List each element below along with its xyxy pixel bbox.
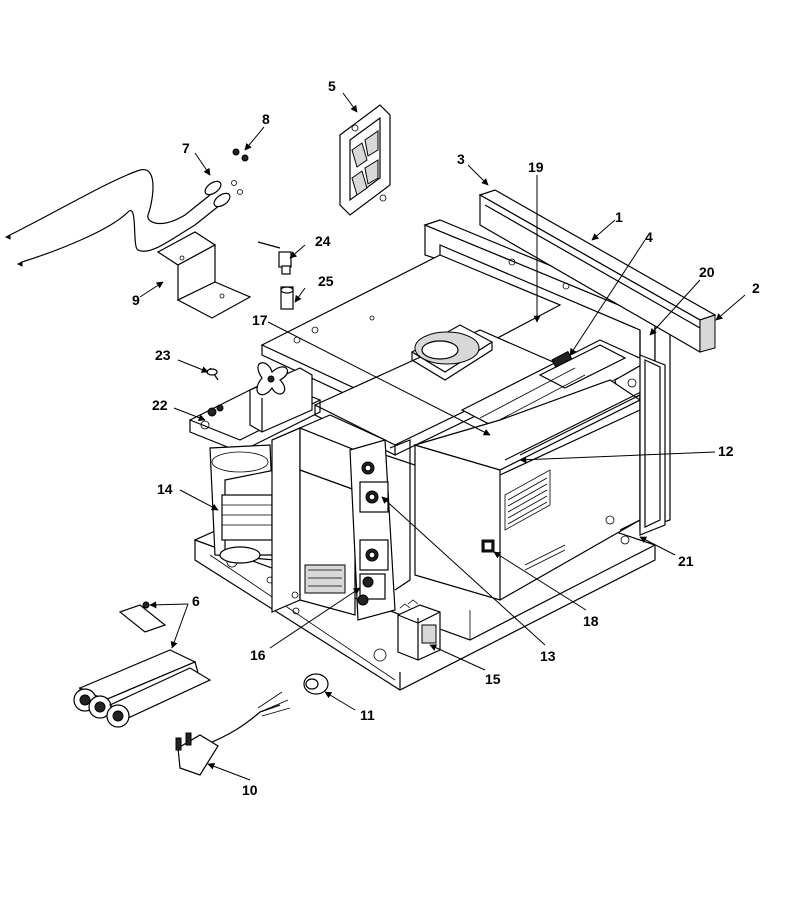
callout-7: 7 (182, 140, 190, 156)
callout-1: 1 (615, 209, 623, 225)
callout-22: 22 (152, 397, 168, 413)
grommet (303, 673, 329, 695)
door-latch-plate (339, 104, 391, 216)
fuse-holders (73, 601, 212, 728)
door-latch-frame (271, 414, 387, 616)
callout-13: 13 (540, 648, 556, 664)
ventilation-grille (504, 469, 566, 571)
callout-9: 9 (132, 292, 140, 308)
callout-labels: 5 8 7 3 19 1 4 24 20 25 2 9 17 23 22 12 … (132, 78, 760, 798)
interlock-switch-bracket (349, 439, 411, 621)
callout-24: 24 (315, 233, 331, 249)
wire-harness (4, 148, 249, 267)
callout-14: 14 (157, 481, 173, 497)
outer-case-top (478, 189, 717, 354)
callout-15: 15 (485, 671, 501, 687)
door-frame (639, 354, 666, 536)
callout-16: 16 (250, 647, 266, 663)
callout-25: 25 (318, 273, 334, 289)
callout-12: 12 (718, 443, 734, 459)
callout-10: 10 (242, 782, 258, 798)
callout-4: 4 (645, 229, 653, 245)
thermostat-parts (206, 367, 224, 417)
power-cord (175, 691, 291, 776)
callout-17: 17 (252, 312, 268, 328)
cavity-box (412, 379, 646, 601)
callout-11: 11 (360, 707, 375, 723)
callout-6: 6 (192, 593, 200, 609)
mounting-bracket (156, 231, 252, 319)
callout-5: 5 (328, 78, 336, 94)
small-parts (257, 241, 294, 310)
callout-21: 21 (678, 553, 694, 569)
fan-motor-assembly (188, 362, 322, 453)
leader-lines (139, 92, 746, 781)
callout-19: 19 (528, 159, 544, 175)
callout-20: 20 (699, 264, 715, 280)
callout-18: 18 (583, 613, 599, 629)
callout-23: 23 (155, 347, 171, 363)
callout-2: 2 (752, 280, 760, 296)
callout-8: 8 (262, 111, 270, 127)
callout-3: 3 (457, 151, 465, 167)
transformer (209, 444, 276, 584)
stirrer-motor (410, 324, 494, 381)
